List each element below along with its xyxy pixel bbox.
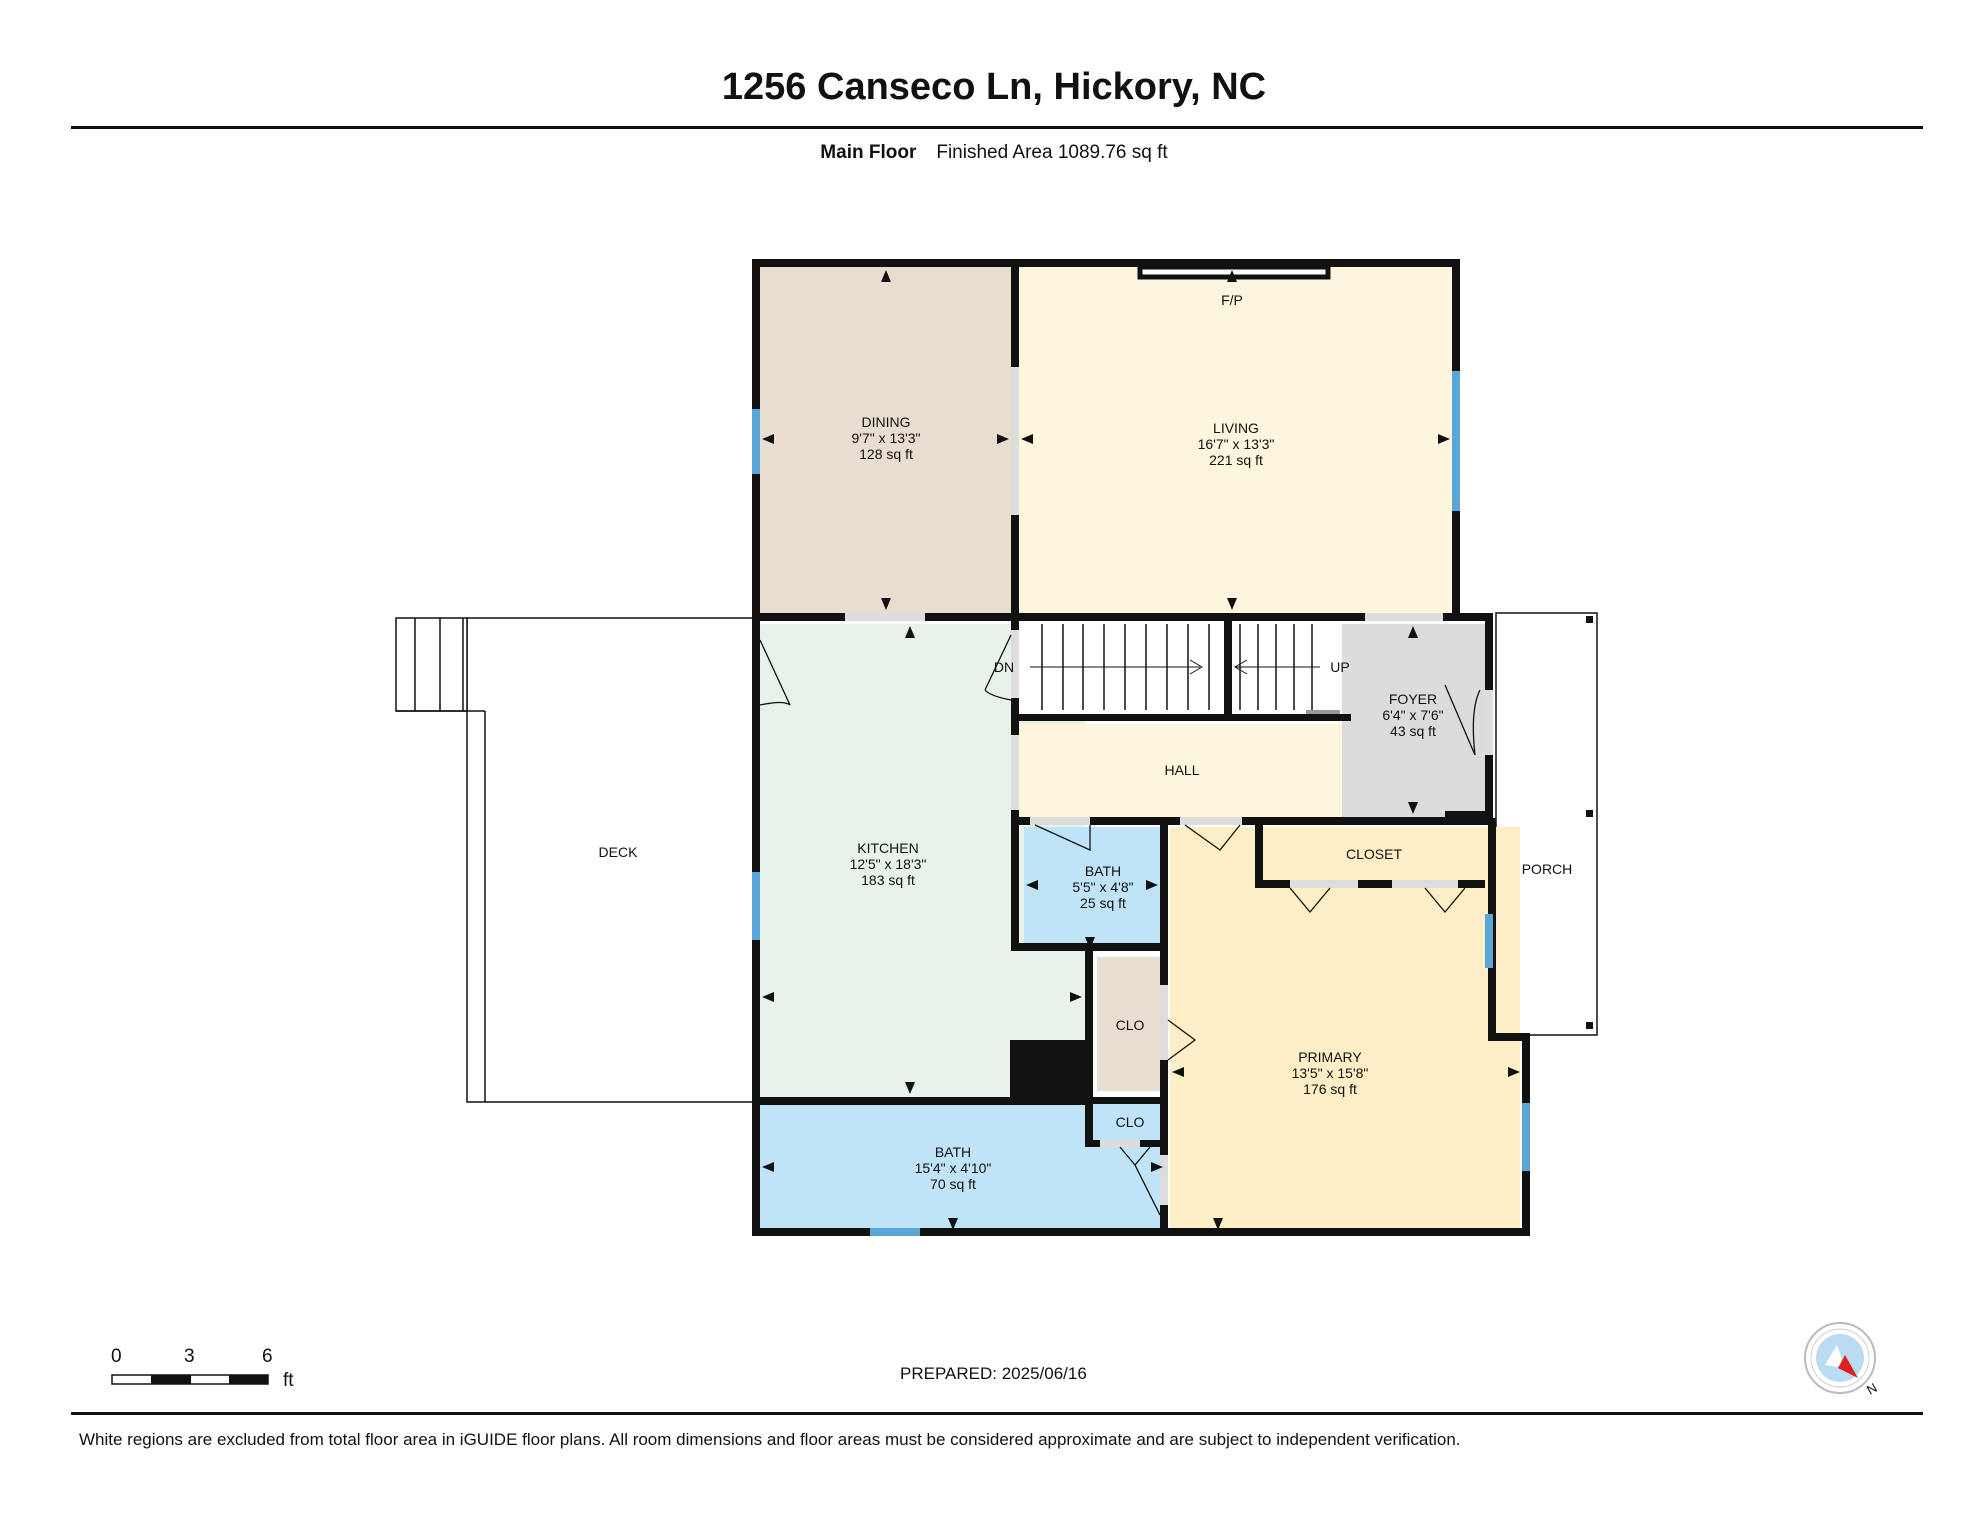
svg-text:70 sq ft: 70 sq ft — [930, 1176, 976, 1192]
living-room — [1019, 267, 1456, 616]
svg-text:BATH: BATH — [1085, 863, 1121, 879]
bath-small-room — [1024, 827, 1161, 944]
footer-divider — [71, 1412, 1923, 1415]
stairs-down — [1030, 624, 1210, 710]
svg-text:43 sq ft: 43 sq ft — [1390, 723, 1436, 739]
svg-text:12'5" x 18'3": 12'5" x 18'3" — [850, 856, 927, 872]
scale-bar — [111, 1374, 269, 1385]
finished-area: Finished Area 1089.76 sq ft — [936, 142, 1168, 163]
room-label-dining: DINING 9'7" x 13'3" 128 sq ft — [852, 414, 921, 462]
svg-text:16'7" x 13'3": 16'7" x 13'3" — [1198, 436, 1275, 452]
dimension-arrows — [762, 270, 1520, 1230]
room-label-living: LIVING 16'7" x 13'3" 221 sq ft — [1198, 420, 1275, 468]
stairs-up — [1234, 624, 1320, 710]
hall-room — [1019, 724, 1342, 819]
svg-text:128 sq ft: 128 sq ft — [859, 446, 913, 462]
disclaimer: White regions are excluded from total fl… — [79, 1430, 1461, 1449]
svg-text:176 sq ft: 176 sq ft — [1303, 1081, 1357, 1097]
svg-text:LIVING: LIVING — [1213, 420, 1259, 436]
compass-icon — [1804, 1322, 1876, 1394]
room-label-kitchen: KITCHEN 12'5" x 18'3" 183 sq ft — [850, 840, 927, 888]
room-label-primary: PRIMARY 13'5" x 15'8" 176 sq ft — [1292, 1049, 1369, 1097]
bath-large-room-right — [1085, 1140, 1165, 1228]
floor-subtitle: Main Floor Finished Area 1089.76 sq ft — [0, 142, 1988, 164]
page-title: 1256 Canseco Ln, Hickory, NC — [721, 66, 1267, 108]
porch-label: PORCH — [1522, 861, 1573, 877]
svg-text:DINING: DINING — [862, 414, 911, 430]
svg-text:6'4" x 7'6": 6'4" x 7'6" — [1382, 707, 1443, 723]
windows — [752, 371, 1530, 1236]
floor-name: Main Floor — [820, 142, 917, 163]
svg-text:9'7" x 13'3": 9'7" x 13'3" — [852, 430, 921, 446]
primary-room-left — [1170, 888, 1490, 1228]
scale-tick-3: 3 — [184, 1346, 195, 1367]
clo-upper-room — [1097, 957, 1161, 1091]
room-label-bath-small: BATH 5'5" x 4'8" 25 sq ft — [1072, 863, 1133, 911]
svg-text:221 sq ft: 221 sq ft — [1209, 452, 1263, 468]
door-swings — [759, 634, 1481, 1216]
room-label-hall: HALL — [1164, 762, 1199, 778]
scale-tick-0: 0 — [111, 1346, 122, 1367]
fireplace-label: F/P — [1221, 292, 1243, 308]
prepared-date: PREPARED: 2025/06/16 — [900, 1364, 1087, 1383]
title-divider — [71, 126, 1923, 129]
room-label-clo-upper: CLO — [1116, 1017, 1145, 1033]
room-label-bath-large: BATH 15'4" x 4'10" 70 sq ft — [915, 1144, 992, 1192]
room-label-closet: CLOSET — [1346, 846, 1402, 862]
stairs-up-label: UP — [1330, 659, 1349, 675]
svg-text:183 sq ft: 183 sq ft — [861, 872, 915, 888]
scale-unit: ft — [283, 1370, 294, 1391]
compass-north-label: N — [1864, 1380, 1880, 1398]
room-label-clo-lower: CLO — [1116, 1114, 1145, 1130]
room-label-foyer: FOYER 6'4" x 7'6" 43 sq ft — [1382, 691, 1443, 739]
svg-text:5'5" x 4'8": 5'5" x 4'8" — [1072, 879, 1133, 895]
svg-text:BATH: BATH — [935, 1144, 971, 1160]
stairs-area — [1019, 624, 1319, 717]
deck — [395, 617, 752, 1103]
stairs-down-label: DN — [994, 659, 1014, 675]
svg-text:15'4" x 4'10": 15'4" x 4'10" — [915, 1160, 992, 1176]
deck-label: DECK — [599, 844, 639, 860]
svg-text:PRIMARY: PRIMARY — [1298, 1049, 1362, 1065]
openings — [845, 367, 1493, 1205]
svg-text:25 sq ft: 25 sq ft — [1080, 895, 1126, 911]
dining-room — [760, 267, 1011, 616]
svg-text:KITCHEN: KITCHEN — [857, 840, 918, 856]
svg-text:FOYER: FOYER — [1389, 691, 1437, 707]
scale-tick-6: 6 — [262, 1346, 273, 1367]
svg-text:13'5" x 15'8": 13'5" x 15'8" — [1292, 1065, 1369, 1081]
